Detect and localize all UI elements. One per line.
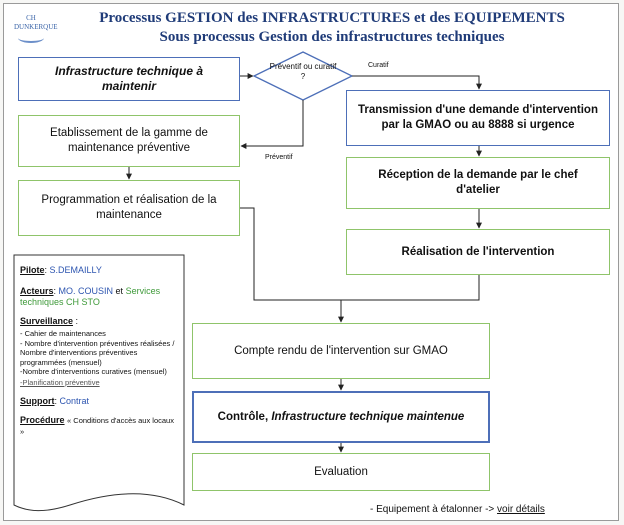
acteurs-label: Acteurs <box>20 286 54 296</box>
pilote-value: S.DEMAILLY <box>49 265 102 275</box>
edge-real-to-compte <box>341 275 480 301</box>
surveillance-item: - Nombre d'intervention préventives réal… <box>20 338 175 367</box>
page-title: Processus GESTION des INFRASTRUCTURES et… <box>99 10 565 26</box>
acteurs-connector: et <box>113 286 126 296</box>
support-value: Contrat <box>59 395 90 406</box>
node-evaluation: Evaluation <box>192 453 490 491</box>
surveillance-label: Surveillance <box>20 316 74 326</box>
procedure-value: « Conditions d'accès aux locaux » <box>20 415 174 436</box>
sidebar-info: Pilote: S.DEMAILLY Acteurs: MO. COUSIN e… <box>14 255 184 517</box>
controle-emphasis: Infrastructure technique maintenue <box>271 410 465 423</box>
node-controle: Contrôle, Infrastructure technique maint… <box>192 391 490 443</box>
node-start: Infrastructure technique à maintenir <box>18 57 240 101</box>
edge-label-preventif: Préventif <box>265 154 293 161</box>
procedure-label: Procédure <box>20 414 65 425</box>
hospital-logo: CH DUNKERQUE <box>14 14 58 43</box>
logo-wave-icon <box>18 33 44 43</box>
node-programmation: Programmation et réalisation de la maint… <box>18 180 240 236</box>
node-reception: Réception de la demande par le chef d'at… <box>346 157 610 209</box>
footer-note: - Equipement à étalonner -> voir détails <box>370 504 545 515</box>
controle-prefix: Contrôle, <box>217 410 272 423</box>
node-compte-rendu: Compte rendu de l'intervention sur GMAO <box>192 323 490 379</box>
page-subtitle: Sous processus Gestion des infrastructur… <box>159 29 505 45</box>
node-transmission: Transmission d'une demande d'interventio… <box>346 90 610 146</box>
acteurs-value2: Services techniques CH STO <box>20 286 161 307</box>
surveillance-item: - Cahier de maintenances <box>20 329 106 338</box>
edge-label-curatif: Curatif <box>368 62 389 69</box>
planification-link[interactable]: -Planification préventive <box>20 377 100 387</box>
sidebar-document-shape <box>13 254 185 512</box>
acteurs-value: MO. COUSIN <box>58 286 114 296</box>
edge-decision-curatif <box>352 75 482 90</box>
decision-label: Préventif ou curatif ? <box>269 62 337 81</box>
edge-prog-to-compte <box>240 207 344 323</box>
logo-text: CH DUNKERQUE <box>14 14 58 31</box>
node-realisation: Réalisation de l'intervention <box>346 229 610 275</box>
surveillance-item: -Nombre d'interventions curatives (mensu… <box>20 367 167 376</box>
footer-text: - Equipement à étalonner -> <box>370 504 498 515</box>
details-link[interactable]: voir détails <box>497 504 545 515</box>
edge-decision-preventif <box>240 100 304 149</box>
node-gamme: Etablissement de la gamme de maintenance… <box>18 115 240 167</box>
pilote-label: Pilote <box>20 265 45 275</box>
support-label: Support <box>20 395 55 406</box>
